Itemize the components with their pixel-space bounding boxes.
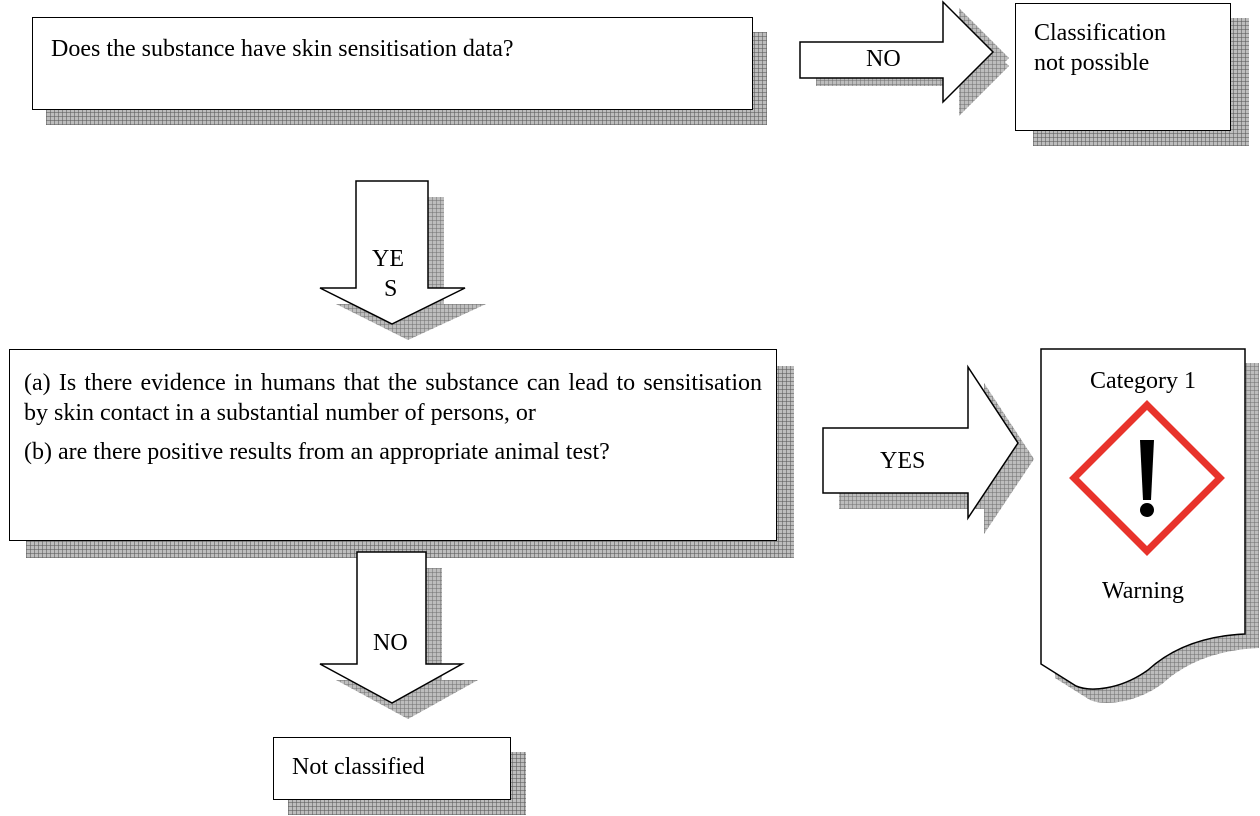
arrow-no-down (319, 551, 478, 719)
arrow-yes-right-label: YES (880, 448, 926, 474)
arrow-yes-right (822, 364, 1034, 534)
arrow-yes-down-label-line2: S (384, 276, 398, 302)
category-signal-word: Warning (1101, 578, 1185, 604)
arrow-yes-down (319, 180, 486, 340)
question2-part-b: (b) are there positive results from an a… (24, 439, 610, 465)
no-result-line2: not possible (1034, 50, 1150, 76)
classification-not-possible-box: Classification not possible (1015, 3, 1231, 131)
arrow-no-right-top (799, 0, 1009, 116)
arrow-no-down-label: NO (373, 630, 408, 656)
question2-part-a: (a) Is there evidence in humans that the… (24, 370, 762, 426)
not-classified-box: Not classified (273, 737, 511, 800)
category-title: Category 1 (1090, 368, 1196, 394)
exclamation-mark-hazard-pictogram (1069, 400, 1225, 556)
question1-text: Does the substance have skin sensitisati… (51, 36, 514, 62)
question2-box: (a) Is there evidence in humans that the… (9, 349, 777, 541)
question1-box: Does the substance have skin sensitisati… (32, 17, 753, 110)
not-classified-text: Not classified (292, 754, 425, 780)
no-result-line1: Classification (1034, 20, 1166, 46)
arrow-yes-down-label-line1: YE (372, 246, 404, 272)
arrow-no-right-label: NO (866, 46, 901, 72)
